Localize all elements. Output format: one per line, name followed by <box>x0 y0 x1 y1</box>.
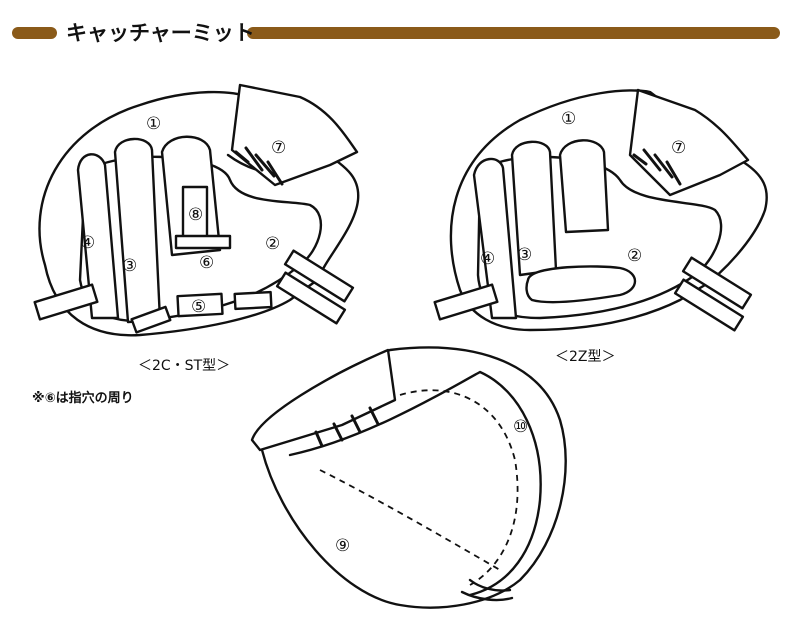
mitt-2c-st-finger-pinky <box>76 153 120 320</box>
caption-2z: ＜2Z型＞ <box>555 349 616 365</box>
mitt-2z-thumb-pad <box>525 265 637 304</box>
mitt-back-label-9: ⑨ <box>335 536 350 556</box>
mitt-back-lace <box>314 406 380 448</box>
mitt-2c-st-label-1: ① <box>146 114 161 134</box>
mitt-2z-label-1: ① <box>561 109 576 129</box>
title-bar: キャッチャーミット <box>12 21 780 45</box>
mitt-2c-st-lace <box>234 146 284 186</box>
mitt-2z-label-3: ③ <box>517 245 532 265</box>
page-title: キャッチャーミット <box>66 21 255 45</box>
mitt-2c-st-label-5: ⑤ <box>191 297 206 317</box>
mitt-back-heel-lines <box>460 578 514 602</box>
mitt-2c-st-label-4: ④ <box>80 233 95 253</box>
mitt-2z-label-7: ⑦ <box>671 138 686 158</box>
mitt-2c-st-left-tab <box>33 283 99 321</box>
mitt-2c-st-finger-ring <box>113 137 162 324</box>
mitt-2c-st-label-2: ② <box>265 234 280 254</box>
mitt-back-view: ⑩ ⑨ <box>250 346 567 609</box>
note-finger-hole: ※⑥は指穴の周り <box>32 390 134 406</box>
mitt-2z-label-4: ④ <box>480 249 495 269</box>
mitt-2c-st-right-tab-a <box>283 249 355 303</box>
mitt-back-cuff <box>250 348 397 452</box>
mitt-2c-st: ① ⑦ ⑧ ⑥ ④ ③ ② ⑤ <box>33 83 360 337</box>
mitt-2z-right-tab-b <box>673 278 745 332</box>
mitt-2c-st-finger-hole-base <box>174 234 232 250</box>
mitt-back-body <box>260 346 567 609</box>
mitt-2c-st-strap-c <box>130 305 172 334</box>
mitt-back-label-10: ⑩ <box>513 417 528 437</box>
mitt-back-stitch-outer <box>399 389 519 586</box>
mitt-2z-finger-pinky <box>472 157 518 320</box>
mitt-2z: ① ⑦ ④ ③ ② <box>433 88 768 332</box>
mitt-2c-st-strap-b <box>233 290 273 311</box>
mitt-2z-left-tab <box>433 283 499 321</box>
mitt-2c-st-web <box>230 83 359 187</box>
mitt-2c-st-label-8: ⑧ <box>188 205 203 225</box>
mitt-2c-st-label-6: ⑥ <box>199 253 214 273</box>
mitt-2c-st-label-7: ⑦ <box>271 138 286 158</box>
mitt-back-stitch-inner <box>319 469 501 571</box>
mitt-2z-label-2: ② <box>627 246 642 266</box>
mitt-2c-st-right-tab-b <box>275 271 347 325</box>
mitt-2c-st-label-3: ③ <box>122 256 137 276</box>
mitt-back-inner-seam <box>288 370 542 597</box>
title-bar-right-segment <box>247 27 780 39</box>
mitt-2c-st-strap-a <box>176 292 224 318</box>
mitt-2z-finger-middle <box>558 139 610 234</box>
mitt-2z-right-tab-a <box>681 256 753 310</box>
mitt-2z-lace <box>632 148 682 186</box>
caption-2c-st: ＜2C・ST型＞ <box>138 358 230 374</box>
title-bar-left-segment <box>12 27 57 39</box>
mitt-2z-finger-ring <box>510 140 558 277</box>
